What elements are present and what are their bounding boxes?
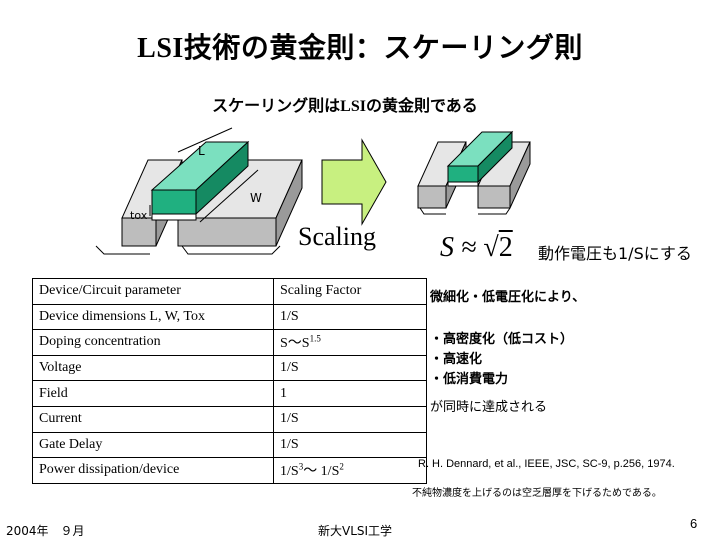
factor-exponent: 1.5 xyxy=(309,333,321,344)
benefits-outro: が同時に達成される xyxy=(430,400,548,415)
scaling-arrow xyxy=(321,138,387,226)
cell-factor: 1 xyxy=(273,380,427,407)
dimension-tox-label: tox xyxy=(130,209,148,222)
large-transistor xyxy=(95,127,303,255)
factor-exponent: 3 xyxy=(298,461,304,472)
benefit-item: ・低消費電力 xyxy=(430,372,509,387)
dimension-l-label: L xyxy=(198,144,205,158)
footnote: 不純物濃度を上げるのは空乏層厚を下げるためである。 xyxy=(412,488,662,499)
sqrt-symbol: √ xyxy=(483,232,499,263)
factor-base: ～ 1/S xyxy=(303,464,340,480)
table-row: Gate Delay 1/S xyxy=(32,431,427,459)
table-row: Field 1 xyxy=(32,380,427,407)
cell-parameter: Gate Delay xyxy=(32,431,274,459)
benefit-item: ・高速化 xyxy=(430,352,483,367)
footer-date: 2004年 ９月 xyxy=(6,524,85,538)
table-row: Doping concentration S～S1.5 xyxy=(32,329,427,356)
reference-citation: R. H. Dennard, et al., IEEE, JSC, SC-9, … xyxy=(418,458,675,470)
scaling-formula: S ≈ √2 xyxy=(440,232,513,264)
voltage-note: 動作電圧も1/Sにする xyxy=(538,244,692,263)
cell-factor: 1/S xyxy=(273,354,427,382)
factor-base: S～S xyxy=(280,336,310,352)
table-row: Voltage 1/S xyxy=(32,354,427,382)
slide-subtitle: スケーリング則はLSIの黄金則である xyxy=(212,98,478,115)
slide-title: LSI技術の黄金則：スケーリング則 xyxy=(137,33,583,64)
benefit-item: ・高密度化（低コスト） xyxy=(430,332,574,347)
cell-parameter: Power dissipation/device xyxy=(32,457,274,484)
cell-factor: 1/S xyxy=(273,405,427,433)
cell-factor: 1/S3～ 1/S2 xyxy=(273,457,427,484)
factor-base: 1/S xyxy=(280,464,299,480)
scaling-table: Device/Circuit parameter Scaling Factor … xyxy=(32,278,427,484)
table-header-row: Device/Circuit parameter Scaling Factor xyxy=(32,278,427,305)
footer-org: 新大VLSI工学 xyxy=(318,524,393,538)
table-row: Current 1/S xyxy=(32,405,427,433)
cell-parameter: Field xyxy=(32,380,274,407)
table-row: Device dimensions L, W, Tox 1/S xyxy=(32,303,427,331)
cell-parameter: Current xyxy=(32,405,274,433)
small-transistor xyxy=(417,130,531,215)
cell-factor: S～S1.5 xyxy=(273,329,427,356)
scaling-label: Scaling xyxy=(298,222,376,251)
page-number: 6 xyxy=(690,516,698,531)
benefits-block: 微細化・低電圧化により、 ・高密度化（低コスト） ・高速化 ・低消費電力 が同時… xyxy=(430,286,585,416)
formula-lhs: S xyxy=(440,232,454,263)
header-factor: Scaling Factor xyxy=(273,278,427,305)
factor-exponent: 2 xyxy=(339,461,344,472)
table-row: Power dissipation/device 1/S3～ 1/S2 xyxy=(32,457,427,484)
header-parameter: Device/Circuit parameter xyxy=(32,278,274,305)
formula-op: ≈ xyxy=(461,232,477,263)
cell-parameter: Voltage xyxy=(32,354,274,382)
benefits-intro: 微細化・低電圧化により、 xyxy=(430,290,586,305)
cell-factor: 1/S xyxy=(273,303,427,331)
dimension-w-label: W xyxy=(250,191,262,205)
cell-parameter: Device dimensions L, W, Tox xyxy=(32,303,274,331)
formula-radicand: 2 xyxy=(498,232,513,263)
cell-parameter: Doping concentration xyxy=(32,329,274,356)
cell-factor: 1/S xyxy=(273,431,427,459)
